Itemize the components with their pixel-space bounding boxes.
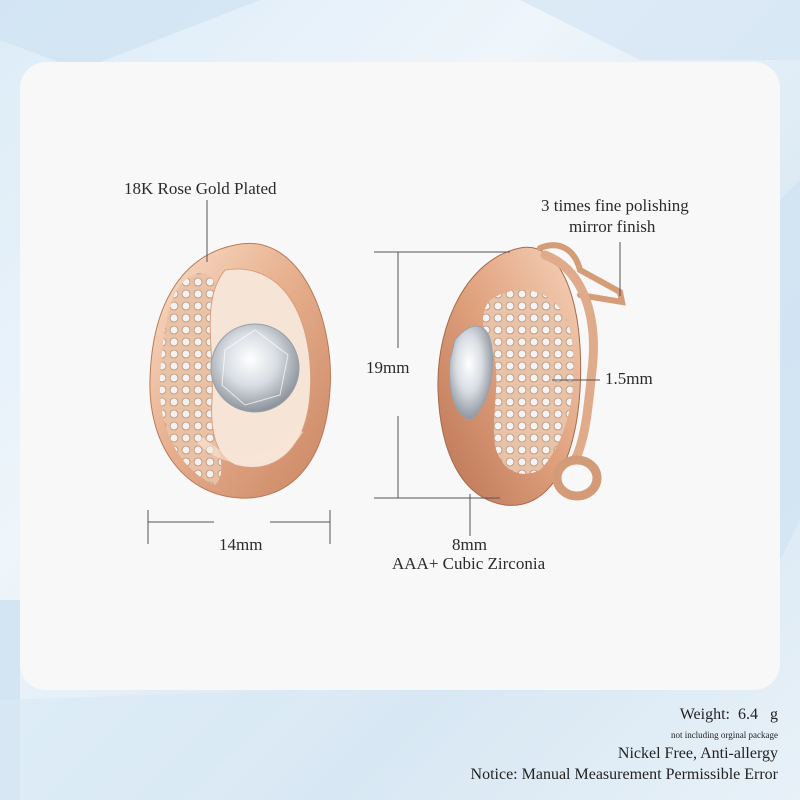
earring-side-view (437, 242, 626, 506)
stone-size-label: 8mm (452, 535, 487, 554)
weight-note: not including orginal package (670, 730, 778, 740)
stone-type-label: AAA+ Cubic Zirconia (392, 554, 546, 573)
nickel-free-text: Nickel Free, Anti-allergy (617, 745, 778, 762)
weight-label: Weight: (679, 706, 730, 723)
earring-front-view (149, 242, 331, 499)
annotation-lines (147, 200, 621, 544)
polish-label-line1: 3 times fine polishing (541, 196, 689, 215)
notice-text: Notice: Manual Measurement Permissible E… (470, 766, 778, 783)
thickness-label: 1.5mm (605, 369, 653, 388)
height-label: 19mm (366, 358, 410, 377)
polish-label-line2: mirror finish (569, 217, 656, 236)
weight-row: Weight: 6.4 g (680, 706, 778, 724)
weight-value: 6.4 (738, 706, 758, 723)
width-label: 14mm (219, 535, 263, 554)
plating-label: 18K Rose Gold Plated (124, 179, 277, 198)
weight-unit: g (770, 706, 778, 723)
product-card (20, 62, 780, 690)
